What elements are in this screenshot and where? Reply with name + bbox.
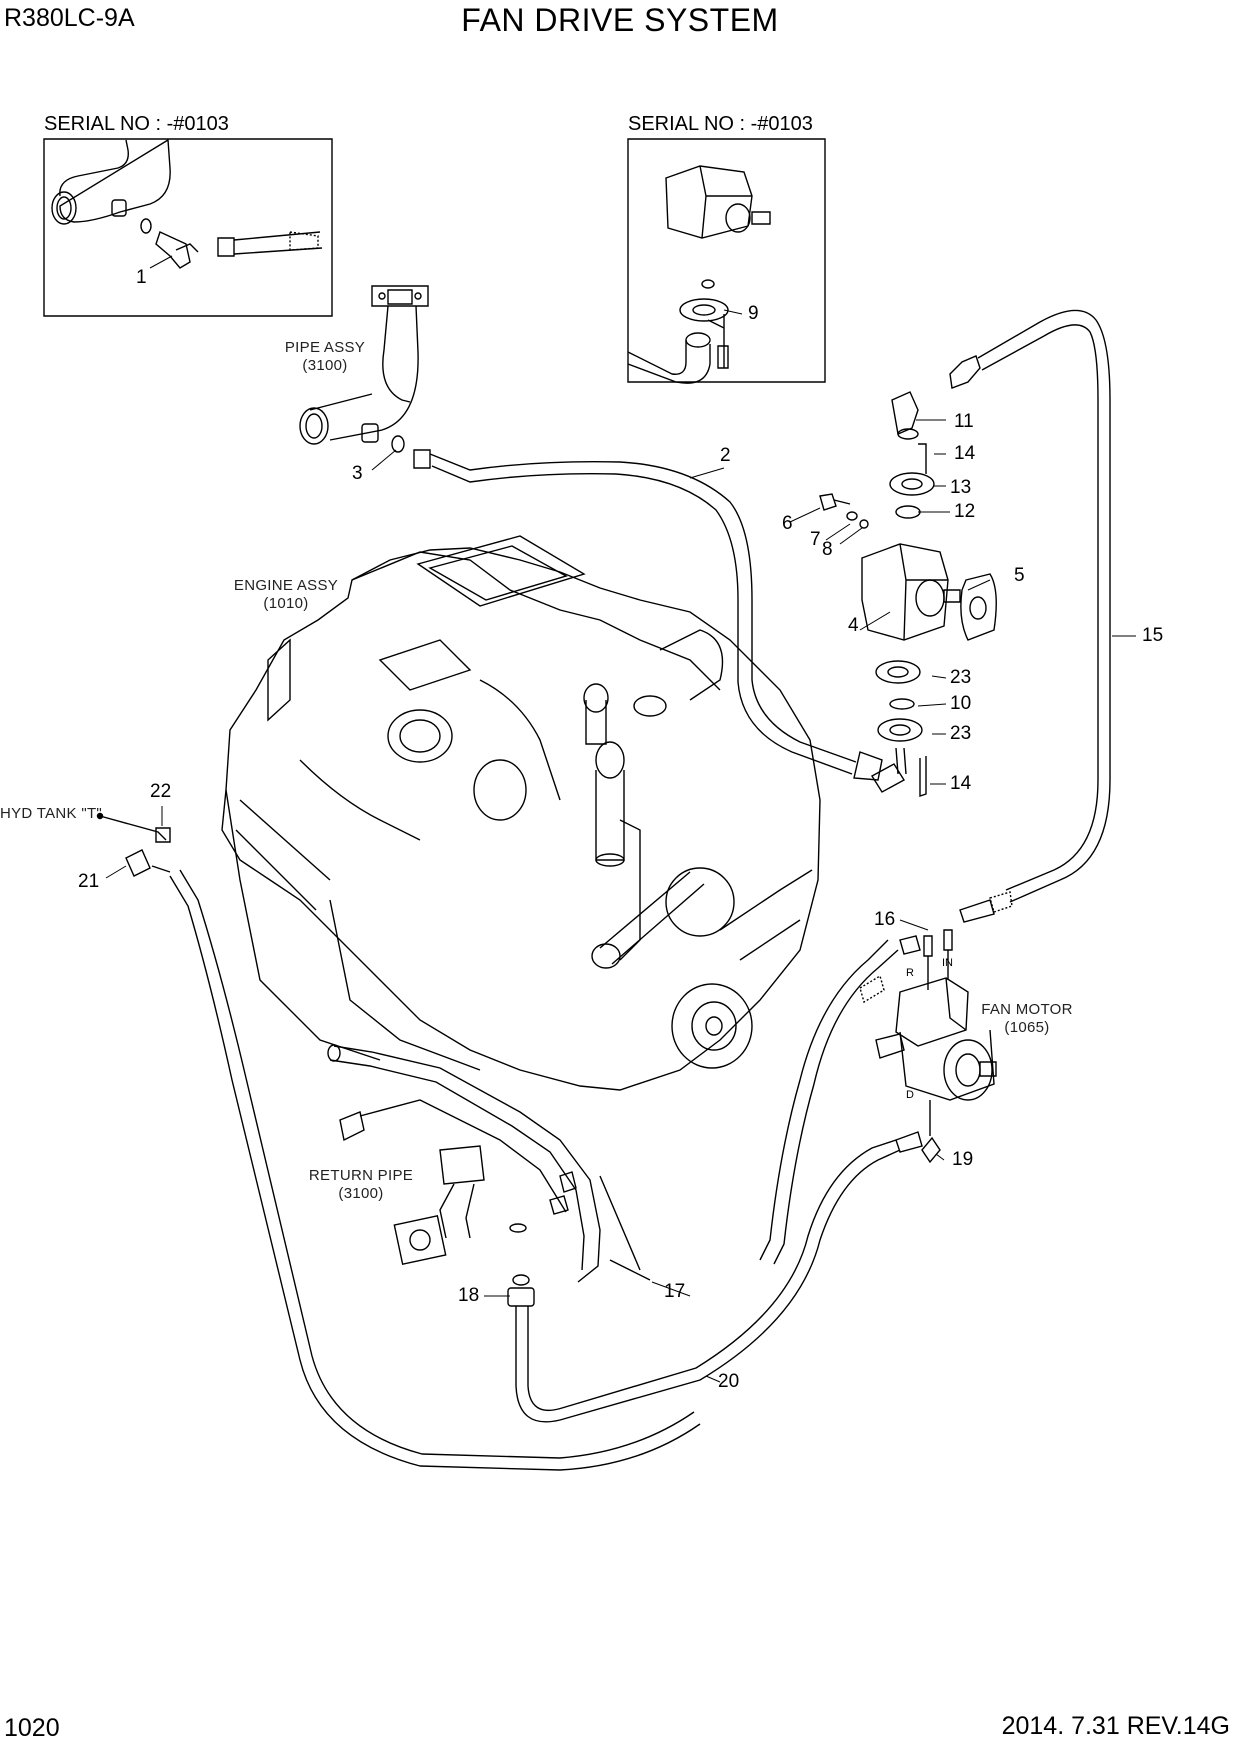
hose-20 bbox=[508, 1132, 922, 1422]
hose-17 bbox=[760, 936, 920, 1264]
callout-13: 13 bbox=[950, 477, 972, 498]
hose-15 bbox=[950, 310, 1110, 922]
callout-15: 15 bbox=[1142, 625, 1164, 646]
callout-1: 1 bbox=[136, 267, 147, 288]
inset-frame-left bbox=[44, 139, 332, 316]
engine-assy bbox=[222, 536, 820, 1090]
engine-assy-label: ENGINE ASSY (1010) bbox=[233, 577, 339, 612]
callout-5: 5 bbox=[1014, 565, 1025, 586]
port-in-label: IN bbox=[942, 957, 953, 969]
callout-12: 12 bbox=[954, 501, 976, 522]
port-r-label: R bbox=[906, 967, 914, 979]
callout-10: 10 bbox=[950, 693, 972, 714]
callout-16: 16 bbox=[874, 909, 896, 930]
callout-11: 11 bbox=[954, 411, 974, 432]
callout-8: 8 bbox=[822, 539, 833, 560]
callout-9: 9 bbox=[748, 303, 759, 324]
fan-motor-label: FAN MOTOR (1065) bbox=[981, 1001, 1073, 1036]
callout-6: 6 bbox=[782, 513, 793, 534]
return-pipe-label: RETURN PIPE (3100) bbox=[308, 1167, 414, 1202]
page-number: 1020 bbox=[4, 1714, 60, 1742]
revision-date: 2014. 7.31 REV.14G bbox=[1001, 1712, 1230, 1740]
model-number: R380LC-9A bbox=[4, 4, 135, 32]
callout-23-b: 23 bbox=[950, 723, 972, 744]
inset-right-serial: SERIAL NO : -#0103 bbox=[628, 113, 813, 135]
port-d-label: D bbox=[906, 1089, 914, 1101]
callout-21: 21 bbox=[78, 871, 100, 892]
callout-14-bottom: 14 bbox=[950, 773, 972, 794]
inset-left-pipe bbox=[52, 140, 322, 268]
return-pipe bbox=[328, 1045, 650, 1282]
callout-23-a: 23 bbox=[950, 667, 972, 688]
callout-14-top: 14 bbox=[954, 443, 976, 464]
callout-19: 19 bbox=[952, 1149, 974, 1170]
callout-4: 4 bbox=[848, 615, 859, 636]
fan-motor bbox=[876, 930, 996, 1162]
hyd-tank-label: HYD TANK "T" bbox=[0, 805, 103, 822]
callout-3: 3 bbox=[352, 463, 363, 484]
pump-group bbox=[820, 392, 996, 796]
callout-7: 7 bbox=[810, 529, 821, 550]
callout-22: 22 bbox=[150, 781, 172, 802]
hose-21 bbox=[98, 814, 701, 1471]
pipe-assy bbox=[300, 286, 428, 452]
callout-20: 20 bbox=[718, 1371, 740, 1392]
hose-2 bbox=[414, 450, 882, 780]
callout-17: 17 bbox=[664, 1281, 686, 1302]
page-title: FAN DRIVE SYSTEM bbox=[461, 2, 779, 38]
callout-2: 2 bbox=[720, 445, 731, 466]
inset-left-serial: SERIAL NO : -#0103 bbox=[44, 113, 229, 135]
inset-frame-right bbox=[628, 139, 825, 382]
inset-right-pump bbox=[628, 166, 770, 383]
leader-lines bbox=[106, 256, 1136, 1382]
callout-18: 18 bbox=[458, 1285, 480, 1306]
pipe-assy-label: PIPE ASSY (3100) bbox=[284, 339, 366, 374]
